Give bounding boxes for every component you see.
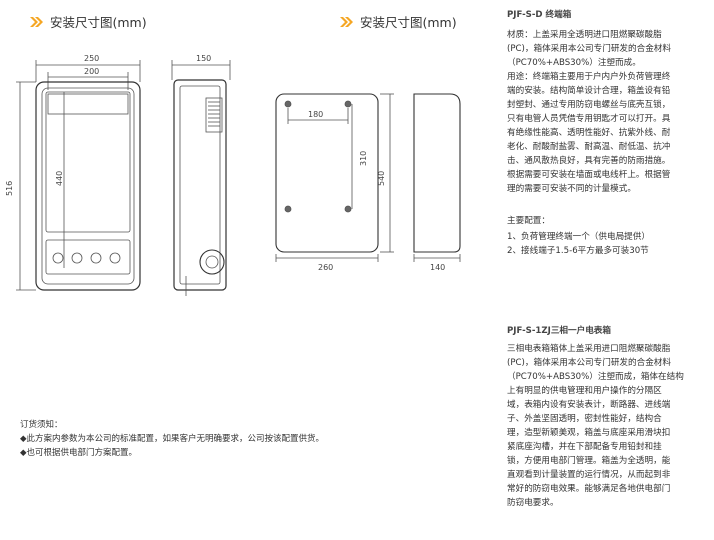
desc-line: (PC)，箱体采用本公司专门研发的合金材料 [507, 358, 671, 368]
dim-label: 200 [84, 67, 99, 76]
desc-line: (PC)，箱体采用本公司专门研发的合金材料 [507, 44, 671, 54]
desc-line: 上有明显的供电管理和用户操作的分隔区 [507, 386, 662, 396]
section-header-install-dims-left: 安装尺寸图(mm) [30, 12, 147, 31]
product-2-description: PJF-S-1ZJ三相一户电表箱 三相电表箱箱体上盖采用进口阻燃聚碳酸脂 (PC… [507, 324, 709, 510]
desc-line: 直观看到计量装置的运行情况，从而起到非 [507, 470, 671, 480]
order-notes-title: 订货须知： [20, 420, 63, 430]
desc-line: 用途：终端箱主要用于户内户外负荷管理终 [507, 72, 671, 82]
dim-label: 250 [84, 54, 99, 63]
desc-line: 材质：上盖采用全透明进口阻燃聚碳酸脂 [507, 30, 662, 40]
desc-line: 理，造型新颖美观，箱盖与底座采用滑块扣 [507, 428, 671, 438]
desc-line: 老化、耐酸耐盐雾、耐高温、耐低温、抗冲 [507, 142, 671, 152]
desc-line: 根据需要可安装在墙面或电线杆上。根据管 [507, 170, 671, 180]
section-header-install-dims-mid: 安装尺寸图(mm) [340, 12, 457, 31]
desc-line: 锁，方便用电部门管理。箱盖为全透明，能 [507, 456, 671, 466]
dim-label: 310 [359, 151, 368, 166]
desc-line: 理的需要可安装不同的计量模式。 [507, 184, 636, 194]
desc-line: 有绝缘性能高、透明性能好、抗紫外线、耐 [507, 128, 671, 138]
desc-line: 紧底座沟槽，并在下部配备专用铅封和挂 [507, 442, 662, 452]
double-chevron-icon [340, 16, 353, 27]
desc-line: 封塑封、通过专用防窃电螺丝与底壳互锁， [507, 100, 671, 110]
desc-line: 子、外盖坚固透明，密封性能好，结构合 [507, 414, 662, 424]
desc-line: （PC70%+ABS30%）注塑而成，箱体在结构 [507, 372, 684, 382]
product-1-description: PJF-S-D 终端箱 材质：上盖采用全透明进口阻燃聚碳酸脂 (PC)，箱体采用… [507, 8, 709, 258]
dim-label: 260 [318, 263, 333, 272]
dim-label: 540 [377, 171, 386, 186]
config-line: 2、接线端子1.5-6平方最多可装30节 [507, 246, 649, 256]
dim-label: 180 [308, 110, 323, 119]
order-note-line: ◆也可根据供电部门方案配置。 [20, 448, 138, 458]
dim-label: 150 [196, 54, 211, 63]
desc-line: 端的安装。结构简单设计合理，箱盖设有铅 [507, 86, 671, 96]
product-title: PJF-S-D 终端箱 [507, 10, 572, 20]
order-notes: 订货须知： ◆此方案内参数为本公司的标准配置，如果客户无明确要求，公司按该配置供… [20, 418, 324, 460]
desc-line: 只有电管人员凭借专用钥匙才可以打开。具 [507, 114, 671, 124]
desc-line: 击、通风散热良好，具有完善的防雨措施。 [507, 156, 671, 166]
desc-line: 常好的防窃电效果。能够满足各地供电部门 [507, 484, 671, 494]
dim-label: 440 [55, 171, 64, 186]
desc-line: 三相电表箱箱体上盖采用进口阻燃聚碳酸脂 [507, 344, 671, 354]
product-title: PJF-S-1ZJ三相一户电表箱 [507, 326, 611, 336]
desc-line: 域，表箱内设有安装表计，断路器、进线端 [507, 400, 671, 410]
config-line: 1、负荷管理终端一个（供电局提供） [507, 232, 650, 242]
desc-line: 防窃电要求。 [507, 498, 559, 508]
config-title: 主要配置： [507, 216, 550, 226]
dim-label: 140 [430, 263, 445, 272]
section-title: 安装尺寸图(mm) [50, 15, 147, 30]
dim-label: 516 [5, 181, 14, 196]
section-title: 安装尺寸图(mm) [360, 15, 457, 30]
order-note-line: ◆此方案内参数为本公司的标准配置，如果客户无明确要求，公司按该配置供货。 [20, 434, 325, 444]
desc-line: （PC70%+ABS30%）注塑而成。 [507, 58, 641, 68]
double-chevron-icon [30, 16, 43, 27]
